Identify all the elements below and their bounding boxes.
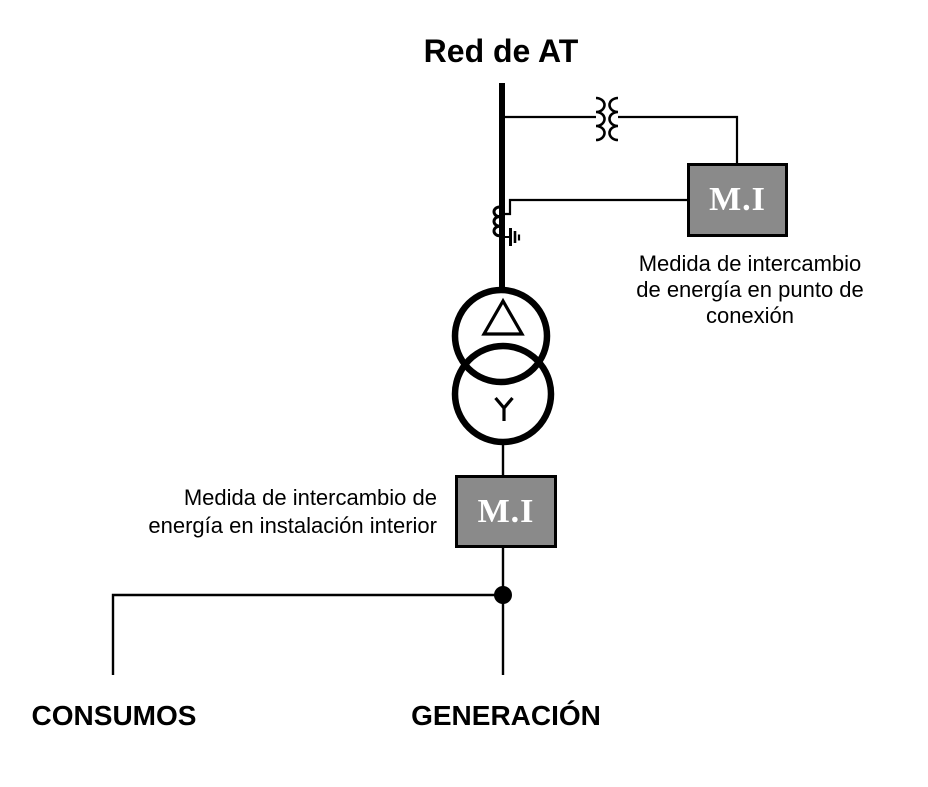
meter-box-connection-point: M.I	[687, 163, 788, 237]
meter-box-internal-label: M.I	[477, 492, 535, 530]
internal-annotation-line2: energía en instalación interior	[148, 513, 437, 538]
consumos-branch-line	[111, 593, 503, 675]
connection-point-annotation-line3: conexión	[705, 303, 795, 328]
vt-branch-line-right	[618, 115, 739, 164]
wye-winding-icon	[494, 396, 514, 421]
internal-annotation: Medida de intercambio de energía en inst…	[107, 484, 437, 540]
diagram-title: Red de AT	[423, 33, 579, 69]
voltage-transformer-secondary-coil-icon	[608, 96, 619, 142]
meter-box-internal: M.I	[455, 475, 557, 548]
ct-branch-line	[502, 198, 688, 216]
ground-icon	[505, 228, 521, 246]
voltage-transformer-primary-coil-icon	[595, 96, 606, 142]
transformer-secondary-circle	[451, 342, 555, 446]
connection-point-annotation: Medida de intercambio de energía en punt…	[625, 251, 875, 329]
consumos-label: CONSUMOS	[31, 700, 197, 731]
transformer-primary-circle	[451, 286, 551, 386]
delta-winding-icon	[481, 297, 525, 336]
meter-box-connection-point-label: M.I	[709, 181, 766, 218]
current-transformer-icon	[492, 205, 500, 238]
junction-dot-icon	[494, 586, 512, 604]
connection-point-annotation-line2: de energía en punto de	[636, 277, 864, 302]
connection-point-annotation-line1: Medida de intercambio	[638, 251, 862, 276]
internal-annotation-line1: Medida de intercambio de	[183, 485, 437, 510]
generacion-label: GENERACIÓN	[411, 700, 601, 731]
